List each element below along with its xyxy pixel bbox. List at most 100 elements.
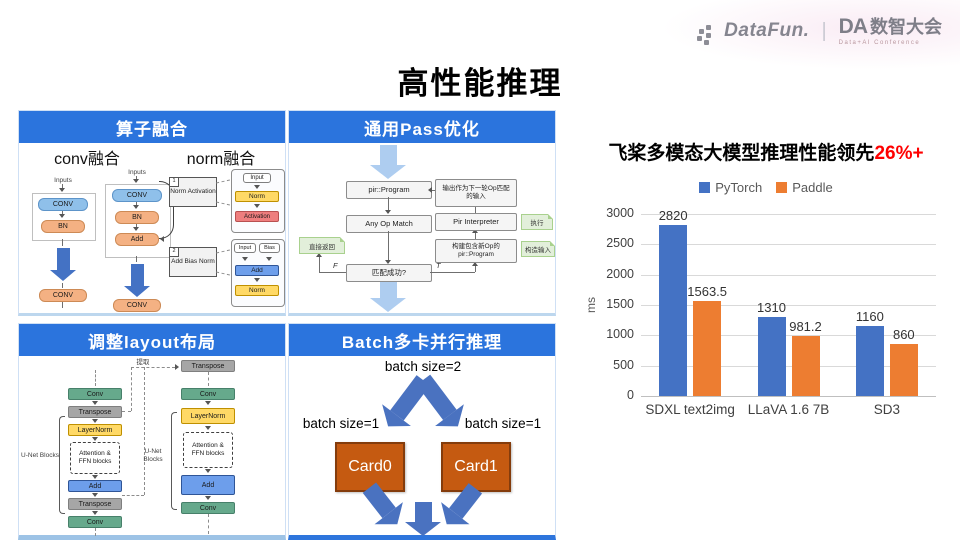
y-tick-label: 1500 <box>606 297 634 311</box>
arrowhead <box>385 260 391 264</box>
arrowhead <box>254 185 260 189</box>
branch-true-label: T <box>436 261 441 270</box>
legend-item-pytorch: PyTorch <box>699 180 762 195</box>
arrowhead <box>205 401 211 405</box>
bn-node: BN <box>41 220 85 233</box>
fused-conv-node: CONV <box>39 289 87 302</box>
add-node: Add <box>115 233 159 246</box>
execute-note: 执行 <box>521 214 553 230</box>
add-node: Add <box>68 480 122 492</box>
batch-size-1-left-label: batch size=1 <box>302 416 380 431</box>
x-category-label: SD3 <box>873 402 900 417</box>
bar-paddle-0 <box>693 301 722 396</box>
legend-label: Paddle <box>792 180 833 195</box>
dotted-continuation <box>95 528 96 536</box>
pattern-number: 1 <box>169 177 179 187</box>
x-category-label: LLaVA 1.6 7B <box>747 402 830 417</box>
arrowhead <box>175 364 179 370</box>
bar-pytorch-1 <box>757 316 786 396</box>
layernorm-node: LayerNorm <box>68 424 122 436</box>
gridline <box>641 305 936 306</box>
conv-node: Conv <box>181 502 235 514</box>
arrowhead <box>92 475 98 479</box>
bar-pytorch-2 <box>855 325 884 396</box>
return-note: 直接返回 <box>299 237 345 254</box>
da-conference-subtitle: Data+AI Conference <box>838 40 921 46</box>
pattern-number: 2 <box>169 247 179 257</box>
output-arrow <box>405 502 441 536</box>
dotted-continuation <box>208 372 209 386</box>
arrowhead <box>92 401 98 405</box>
dashed-connector <box>216 249 230 254</box>
panel-pass-optimization: 通用Pass优化 pir::Program Any Op Match 匹配成功?… <box>288 110 556 316</box>
construct-input-note: 构造输入 <box>521 241 555 257</box>
bar-value-label: 860 <box>892 326 915 342</box>
panel-operator-fusion-body: conv融合 norm融合 Inputs CONV BN CONV Inputs… <box>19 143 285 314</box>
conv-node: Conv <box>181 388 235 400</box>
bar-value-label: 1563.5 <box>687 284 728 300</box>
y-tick-label: 0 <box>627 388 634 402</box>
gridline <box>641 214 936 215</box>
connector <box>62 239 63 246</box>
y-tick-label: 3000 <box>606 206 634 220</box>
dashed-connector <box>131 367 132 411</box>
connector <box>475 205 476 213</box>
datafun-logo-text: DataFun. <box>724 20 810 41</box>
legend-swatch <box>699 182 711 193</box>
panel-layout-adjustment-body: 提取 Conv Transpose LayerNorm Attention & … <box>19 356 285 536</box>
brand-divider: | <box>821 19 827 42</box>
conv-node: CONV <box>112 189 162 202</box>
arrowhead <box>133 179 139 183</box>
fusion-arrow <box>50 248 76 281</box>
activation-node: Activation <box>235 211 279 222</box>
input-node: Input <box>243 173 271 183</box>
gridline <box>641 335 936 337</box>
branch-false-label: F <box>333 261 338 270</box>
fusion-arrow <box>124 264 150 297</box>
arrowhead <box>160 236 164 242</box>
connector <box>136 256 137 262</box>
norm-activation-pattern-label: 1 Norm Activation <box>169 177 217 207</box>
connector <box>319 256 320 272</box>
pir-program-box: pir::Program <box>346 181 432 199</box>
x-category-label: SDXL text2img <box>645 402 735 417</box>
connector <box>388 197 389 213</box>
gridline <box>641 244 936 246</box>
bn-node: BN <box>115 211 159 224</box>
build-program-box: 构建包含新Op的 pir::Program <box>435 239 517 263</box>
arrowhead <box>59 214 65 218</box>
dashed-connector <box>216 271 230 276</box>
pir-interpreter-box: Pir Interpreter <box>435 213 517 231</box>
dashed-connector <box>216 201 230 206</box>
transpose-node: Transpose <box>68 406 122 418</box>
gridline <box>641 396 936 397</box>
chart-title-black: 飞桨多模态大模型推理性能领先 <box>608 143 875 164</box>
add-node: Add <box>235 265 279 276</box>
connector <box>388 231 389 263</box>
flow-in-arrow <box>370 145 406 179</box>
bar-paddle-2 <box>889 343 918 396</box>
bar-value-label: 1160 <box>855 308 884 324</box>
pattern-label-text: Add Bias Norm <box>171 257 215 265</box>
arrowhead <box>59 188 65 192</box>
build-program-line1: 构建包含新Op的 <box>452 242 500 250</box>
dashed-connector <box>144 367 145 495</box>
chart-title: 飞桨多模态大模型推理性能领先26%+ <box>575 138 957 165</box>
panel-layout-adjustment-header: 调整layout布局 <box>19 324 285 356</box>
page-title: 高性能推理 <box>397 66 563 101</box>
brand-background-glow <box>660 0 960 70</box>
legend-item-paddle: Paddle <box>776 180 833 195</box>
conv-node: Conv <box>68 388 122 400</box>
conv-node: Conv <box>68 516 122 528</box>
arrowhead <box>266 257 272 261</box>
card1-box: Card1 <box>441 442 511 492</box>
panel-batch-parallel-header: Batch多卡并行推理 <box>289 324 555 356</box>
arrowhead <box>205 496 211 500</box>
connector <box>475 265 476 272</box>
connector <box>475 231 476 239</box>
panel-batch-parallel: Batch多卡并行推理 batch size=2 batch size=1 ba… <box>288 323 556 540</box>
chart-legend: PyTorch Paddle <box>575 180 957 195</box>
arrowhead <box>92 437 98 441</box>
